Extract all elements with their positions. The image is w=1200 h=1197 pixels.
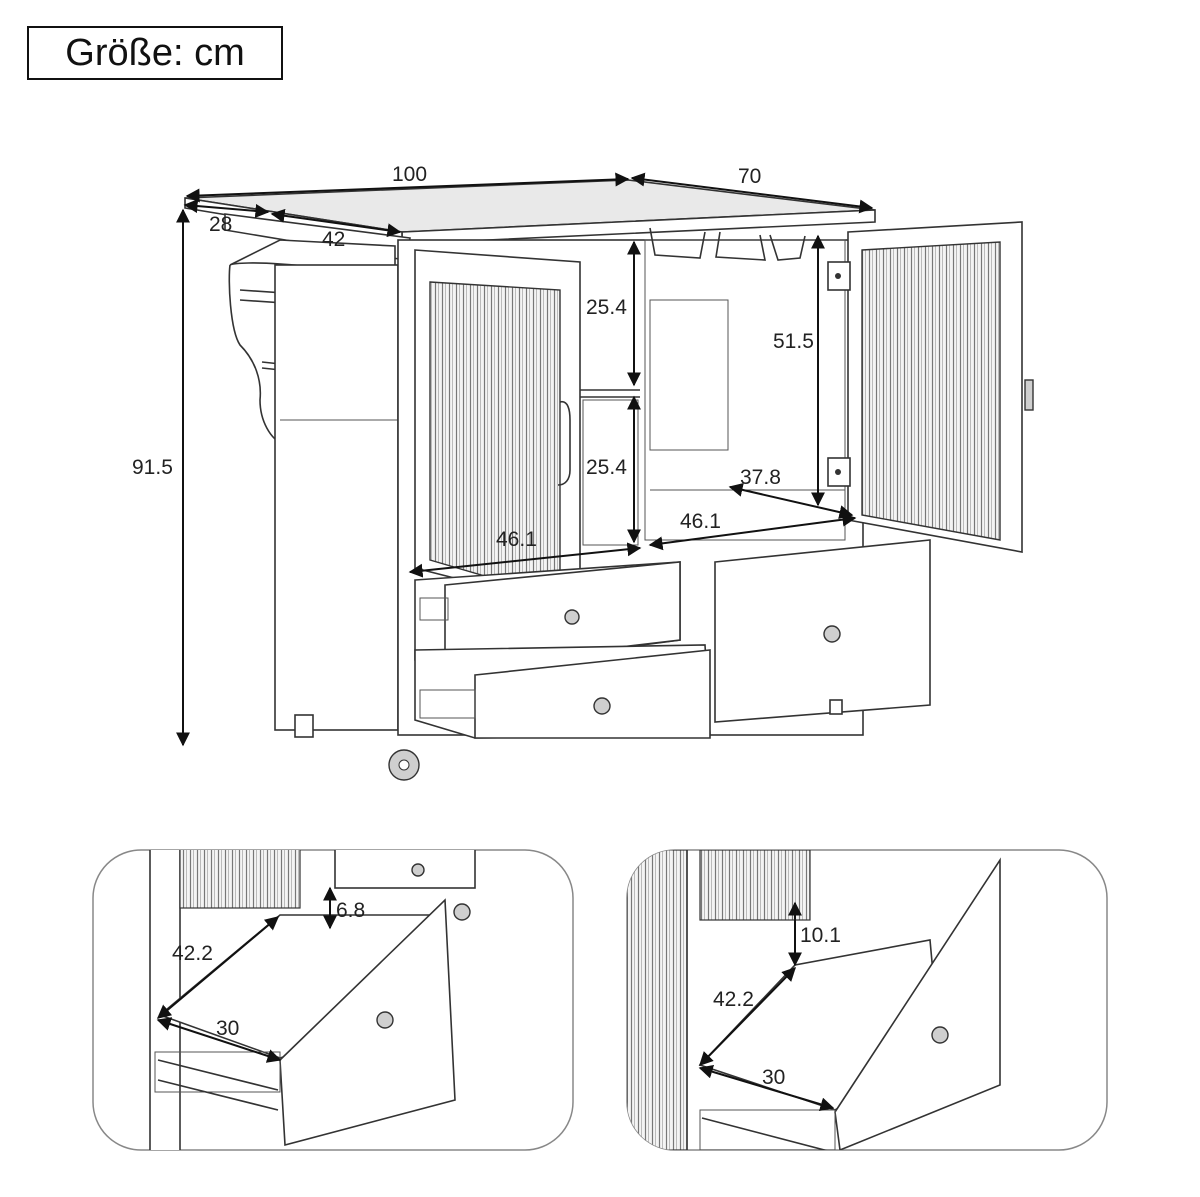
drawer-right — [714, 539, 931, 723]
detail-right-drawer-height-label: 10.1 — [800, 924, 841, 947]
detail-left-panel: 6.8 42.2 30 — [92, 849, 574, 1151]
detail-left-drawer-depth-label: 42.2 — [172, 942, 213, 965]
lower-shelf-height-label: 25.4 — [586, 456, 627, 479]
knob-icon — [593, 697, 611, 715]
left-width-label: 46.1 — [496, 528, 537, 551]
detail-right-drawer-depth-label: 42.2 — [713, 988, 754, 1011]
knob-icon — [564, 609, 580, 625]
knob-icon — [931, 1026, 949, 1044]
upper-shelf-height-label: 25.4 — [586, 296, 627, 319]
main-dimension-lines — [176, 172, 874, 747]
width-label: 100 — [392, 163, 427, 186]
detail-left-drawer-height-label: 6.8 — [336, 899, 365, 922]
cabinet-depth-label: 37.8 — [740, 466, 781, 489]
side-depth-label: 28 — [209, 213, 232, 236]
knob-icon — [823, 625, 841, 643]
detail-right-drawer-width-label: 30 — [762, 1066, 785, 1089]
detail-right-drawer — [834, 857, 1001, 1150]
right-width-label: 46.1 — [680, 510, 721, 533]
size-unit-label: Größe: cm — [27, 26, 283, 80]
side-width-label: 42 — [322, 228, 345, 251]
cabinet-height-label: 51.5 — [773, 330, 814, 353]
knob-icon — [376, 1011, 394, 1029]
detail-right-panel: 10.1 42.2 30 — [626, 849, 1108, 1151]
caster-wheel-icon — [294, 699, 843, 781]
cart-illustration — [184, 179, 1034, 781]
main-dimension-labels: 100 70 28 42 91.5 25.4 25.4 51.5 37.8 46… — [132, 163, 814, 551]
hinge-icon — [827, 261, 851, 487]
detail-left-drawer — [279, 898, 456, 1147]
height-label: 91.5 — [132, 456, 173, 479]
detail-left-drawer-width-label: 30 — [216, 1017, 239, 1040]
depth-label: 70 — [738, 165, 761, 188]
